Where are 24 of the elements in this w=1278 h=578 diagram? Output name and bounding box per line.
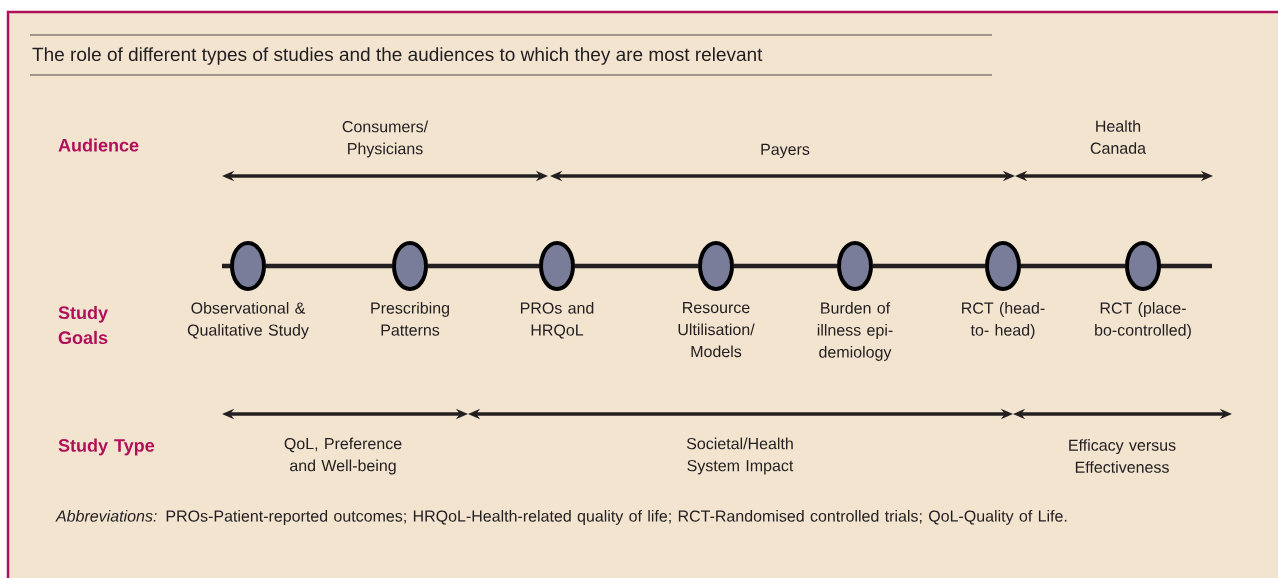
timeline-segment [266,263,392,269]
goal-label: RCT (head-to- head) [962,302,1045,339]
timeline-segment [575,263,698,269]
timeline-segment [873,263,985,269]
range-label: Efficacy versus Effectiveness [1069,439,1176,473]
row-heading: Audience [58,138,139,152]
goal-label: Prescribing Patterns [371,302,449,336]
range-label: Health Canada [1090,120,1146,154]
row-heading: Study Goals [58,305,108,345]
timeline-segment [734,263,837,269]
row-heading: Study Type [58,438,155,456]
range-label: Societal/Health System Impact [686,437,794,475]
timeline-segment [428,263,539,269]
goal-label: Resource Ultilisation/ Models [678,302,755,358]
range-label: QoL, Preference and Well-being [284,437,402,475]
title: The role of different types of studies and the audiences to which they are most relevant [32,47,763,65]
timeline-segment [1021,263,1125,269]
goal-label: RCT (place- bo-controlled) [1095,302,1191,339]
range-label: Payers [761,143,810,159]
range-label: Consumers/ Physicians [342,120,429,158]
caption: Abbreviations: PROs-Patient-reported outcomes; HRQoL-Health-related quality of life; RCT-Randomised controlled trials; QoL-Quality of Life. [55,510,1067,525]
goal-label: Observational & Qualitative Study [187,302,309,339]
goal-label: Burden of illness epi- demiology [817,302,893,361]
goal-label: PROs and HRQoL [520,302,594,339]
